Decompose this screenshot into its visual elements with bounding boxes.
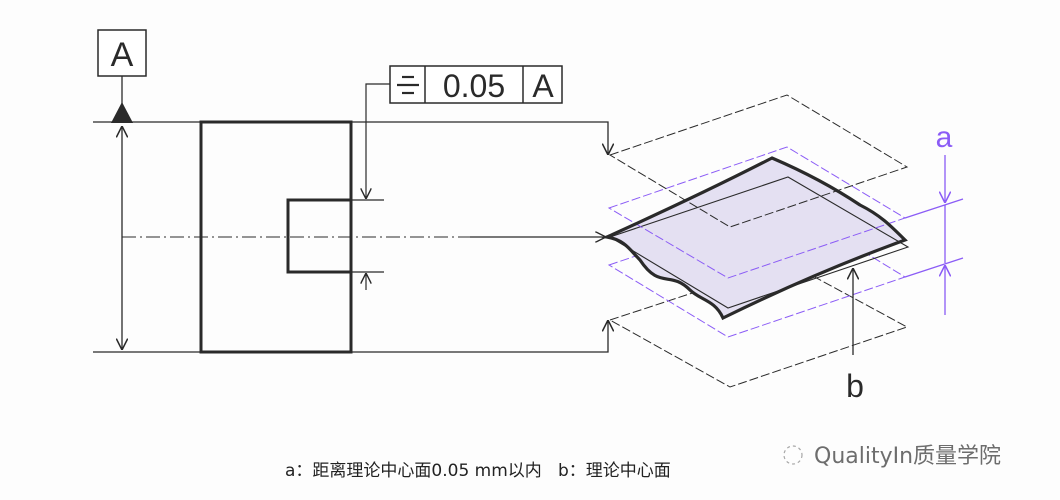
tolerance-zone-planes [601, 94, 910, 388]
slot-dimension [351, 83, 390, 290]
watermark-text: QualityIn质量学院 [814, 444, 1002, 469]
wechat-icon [783, 445, 803, 465]
actual-median-surface [601, 156, 908, 321]
symmetry-icon [397, 75, 419, 95]
caption-b: b：理论中心面 [558, 461, 671, 481]
feature-control-frame: 0.05 A [389, 65, 563, 104]
caption-a: a：距离理论中心面0.05 mm以内 [285, 461, 542, 481]
dimension-a [904, 155, 964, 315]
actual-surface-fill [607, 158, 905, 318]
tolerance-value: 0.05 [443, 68, 505, 104]
theoretical-center-plane [608, 176, 910, 309]
datum-triangle-icon [111, 102, 133, 123]
watermark: QualityIn质量学院 [780, 438, 1001, 470]
datum-feature-symbol: A [97, 29, 147, 123]
label-b: b [846, 368, 864, 404]
datum-label: A [111, 36, 134, 74]
label-a: a [936, 121, 953, 154]
caption: a：距离理论中心面0.05 mm以内 b：理论中心面 [285, 456, 671, 481]
datum-reference: A [532, 68, 554, 104]
